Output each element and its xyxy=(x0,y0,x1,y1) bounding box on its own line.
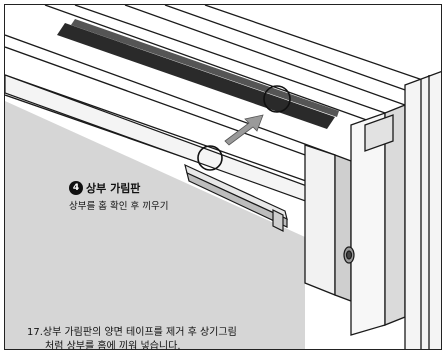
wall-panel xyxy=(5,101,305,349)
upper-cover-plate xyxy=(184,163,288,232)
step-label: 4 상부 가림판 xyxy=(69,180,140,196)
assembly-illustration xyxy=(5,5,441,349)
right-frame-posts xyxy=(304,71,441,349)
step-number-badge: 4 xyxy=(69,181,83,195)
frame-connector xyxy=(343,246,355,264)
groove-highlight-circle xyxy=(263,85,291,113)
groove-channel xyxy=(57,23,335,129)
cover-highlight-circle xyxy=(197,145,223,171)
groove-inner xyxy=(71,19,339,117)
step-description: 상부를 홈 확인 후 끼우기 xyxy=(69,201,169,212)
instruction-line-2: 처럼 상부를 홈에 끼워 넣습니다. xyxy=(45,341,181,350)
illustration-frame: 4 상부 가림판 상부를 홈 확인 후 끼우기 17.상부 가림판의 양면 테이… xyxy=(4,4,442,350)
instruction-line-1: 17.상부 가림판의 양면 테이프를 제거 후 상기그림 xyxy=(27,327,237,338)
step-title: 상부 가림판 xyxy=(86,182,141,195)
insert-arrow xyxy=(224,114,264,146)
